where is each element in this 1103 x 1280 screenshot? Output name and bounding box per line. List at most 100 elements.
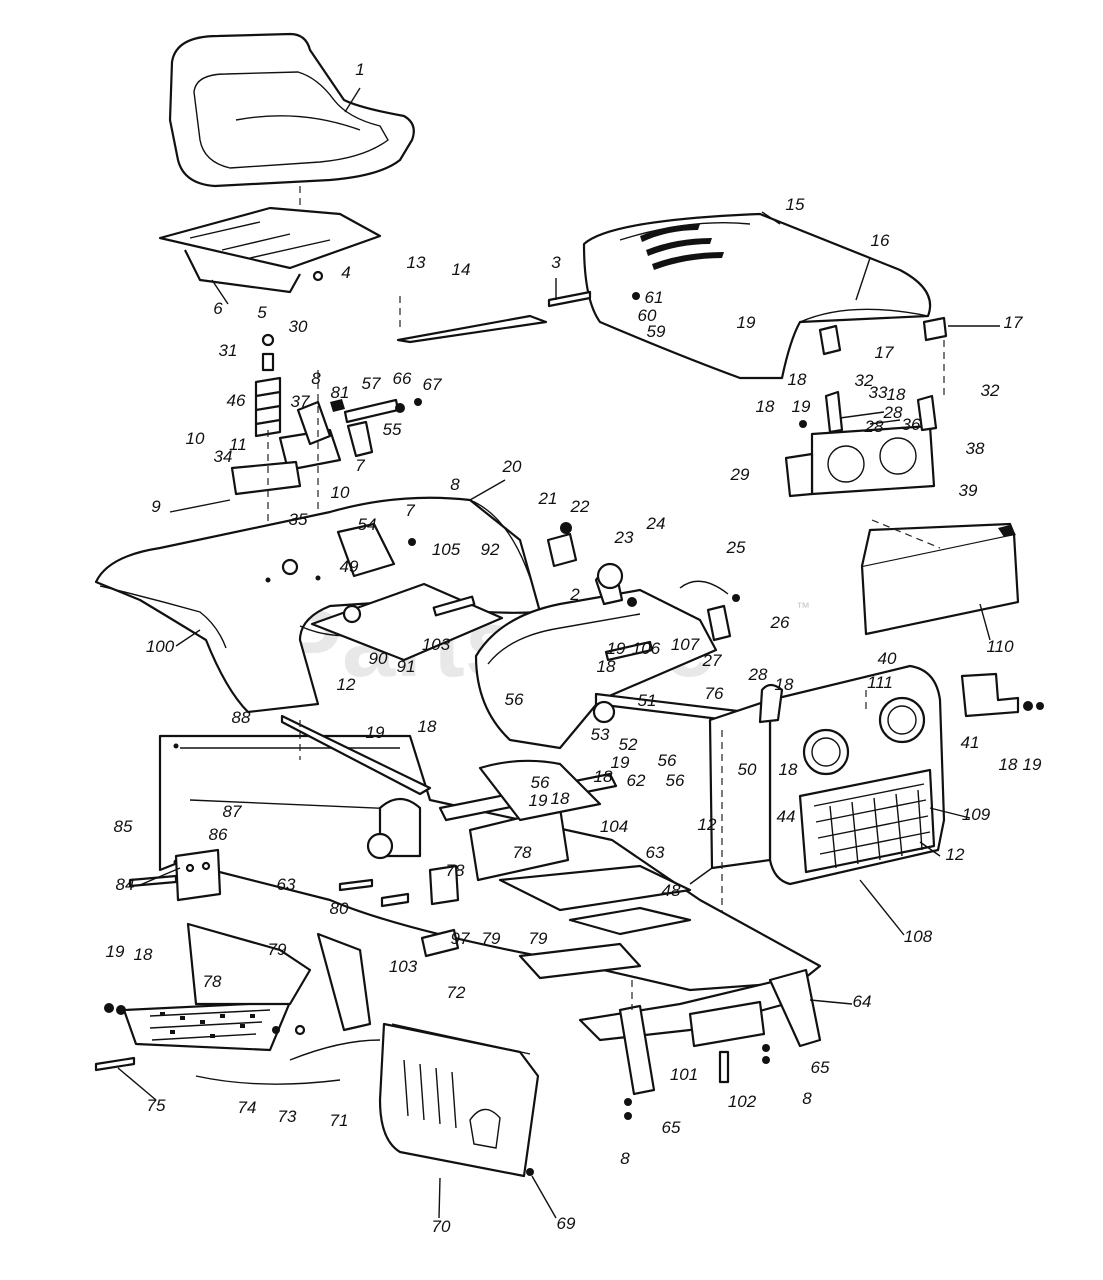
callout-85: 85 <box>114 817 133 836</box>
callout-1: 1 <box>355 60 364 79</box>
callout-60: 60 <box>638 306 657 325</box>
callout-52: 52 <box>619 735 638 754</box>
callout-110: 110 <box>986 637 1014 656</box>
callout-78: 78 <box>446 861 465 880</box>
callout-18: 18 <box>788 370 807 389</box>
callout-78: 78 <box>203 972 222 991</box>
callout-74: 74 <box>238 1098 257 1117</box>
callout-66: 66 <box>393 369 412 388</box>
callout-13: 13 <box>407 253 426 272</box>
callout-87: 87 <box>223 802 242 821</box>
callout-18: 18 <box>594 767 613 786</box>
callout-79: 79 <box>482 929 501 948</box>
callout-32: 32 <box>855 371 874 390</box>
callout-103: 103 <box>422 635 451 654</box>
callout-15: 15 <box>786 195 805 214</box>
callout-49: 49 <box>340 557 359 576</box>
callout-39: 39 <box>959 481 978 500</box>
callout-111: 111 <box>867 673 893 692</box>
callout-109: 109 <box>962 805 991 824</box>
callout-10: 10 <box>331 483 350 502</box>
callout-108: 108 <box>904 927 933 946</box>
callout-78: 78 <box>513 843 532 862</box>
callout-4: 4 <box>341 263 350 282</box>
callout-69: 69 <box>557 1214 576 1233</box>
callout-7: 7 <box>355 456 365 475</box>
callout-12: 12 <box>946 845 965 864</box>
callout-106: 106 <box>632 639 661 658</box>
callout-72: 72 <box>447 983 466 1002</box>
callout-19: 19 <box>611 753 630 772</box>
callout-18: 18 <box>999 755 1018 774</box>
callout-28: 28 <box>748 665 768 684</box>
callout-18: 18 <box>756 397 775 416</box>
callout-19: 19 <box>1023 755 1042 774</box>
callout-8: 8 <box>311 369 321 388</box>
callout-28: 28 <box>883 403 903 422</box>
callout-11: 11 <box>229 435 247 454</box>
callout-56: 56 <box>531 773 550 792</box>
callout-28: 28 <box>864 417 884 436</box>
hitch-plate <box>128 848 410 908</box>
watermark-trademark: ™ <box>796 599 810 615</box>
footrest <box>94 922 381 1085</box>
callout-17: 17 <box>875 343 894 362</box>
callout-67: 67 <box>423 375 442 394</box>
callout-3: 3 <box>551 253 561 272</box>
callout-16: 16 <box>871 231 890 250</box>
dash-bracket <box>784 340 945 498</box>
callout-64: 64 <box>853 992 872 1011</box>
leader-lines <box>117 87 1000 1219</box>
callout-59: 59 <box>647 322 666 341</box>
callout-103: 103 <box>389 957 418 976</box>
hood <box>582 212 948 380</box>
callout-19: 19 <box>607 639 626 658</box>
deck-plate <box>310 522 504 662</box>
callout-61: 61 <box>645 288 664 307</box>
louvered-side-panel <box>378 1022 540 1178</box>
callout-62: 62 <box>627 771 646 790</box>
callout-18: 18 <box>134 945 153 964</box>
callout-65: 65 <box>811 1058 830 1077</box>
callout-48: 48 <box>662 881 681 900</box>
callout-32: 32 <box>981 381 1000 400</box>
callout-104: 104 <box>600 817 628 836</box>
side-panel <box>860 519 1020 636</box>
callout-12: 12 <box>698 815 717 834</box>
callout-19: 19 <box>737 313 756 332</box>
callout-10: 10 <box>186 429 205 448</box>
callout-100: 100 <box>146 637 175 656</box>
seat-spring-assembly <box>230 333 422 590</box>
callout-24: 24 <box>646 514 666 533</box>
dash-tower <box>474 522 748 750</box>
callout-17: 17 <box>1004 313 1023 332</box>
callout-79: 79 <box>268 940 287 959</box>
callout-8: 8 <box>450 475 460 494</box>
callout-19: 19 <box>792 397 811 416</box>
callout-30: 30 <box>289 317 308 336</box>
callout-23: 23 <box>614 528 634 547</box>
callout-22: 22 <box>570 497 590 516</box>
callout-37: 37 <box>291 392 310 411</box>
callout-14: 14 <box>452 260 471 279</box>
callout-92: 92 <box>481 540 500 559</box>
callout-63: 63 <box>277 875 296 894</box>
callout-33: 33 <box>869 383 888 402</box>
front-bracket <box>960 672 1044 718</box>
callout-35: 35 <box>289 510 308 529</box>
callout-9: 9 <box>151 497 161 516</box>
callout-29: 29 <box>730 465 750 484</box>
callout-18: 18 <box>551 789 570 808</box>
hood-bolt <box>547 290 592 308</box>
grille-housing <box>708 664 946 960</box>
callout-57: 57 <box>362 374 381 393</box>
callout-56: 56 <box>658 751 677 770</box>
callout-18: 18 <box>597 657 616 676</box>
callout-55: 55 <box>383 420 402 439</box>
callout-105: 105 <box>432 540 461 559</box>
callout-19: 19 <box>106 942 125 961</box>
callout-79: 79 <box>529 929 548 948</box>
callout-34: 34 <box>214 447 233 466</box>
callout-80: 80 <box>330 899 349 918</box>
